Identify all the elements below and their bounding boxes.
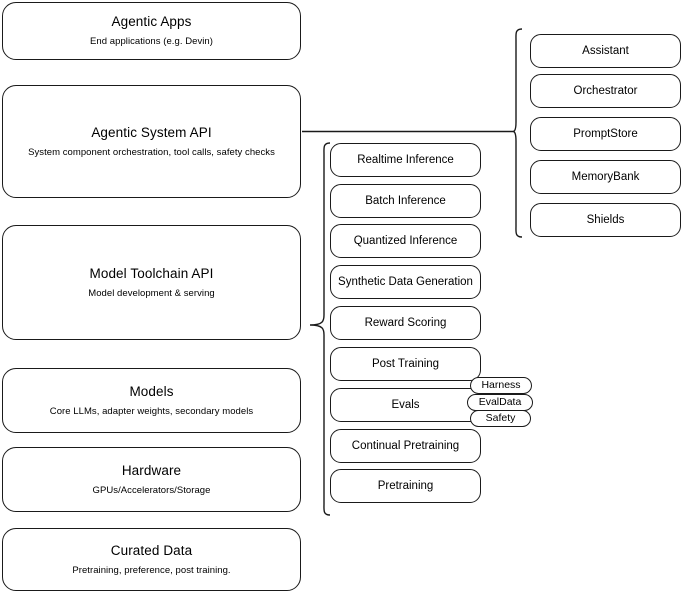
evals-subcomponent-safety[interactable]: Safety: [470, 410, 531, 427]
evals-subcomponent-label: EvalData: [478, 396, 522, 409]
toolchain-item-label: Quantized Inference: [353, 234, 458, 247]
layer-agentic-system-api[interactable]: Agentic System API System component orch…: [2, 85, 301, 198]
layer-subtitle: Model development & serving: [88, 287, 215, 299]
toolchain-item-continual-pretraining[interactable]: Continual Pretraining: [330, 429, 481, 463]
toolchain-item-batch-inference[interactable]: Batch Inference: [330, 184, 481, 218]
evals-subcomponent-label: Safety: [485, 412, 516, 425]
system-component-shields[interactable]: Shields: [530, 203, 681, 237]
system-component-memorybank[interactable]: MemoryBank: [530, 160, 681, 194]
brace-toolchain-components: [309, 142, 331, 516]
toolchain-item-label: Evals: [391, 398, 420, 411]
system-component-promptstore[interactable]: PromptStore: [530, 117, 681, 151]
layer-title: Models: [129, 383, 174, 399]
layer-subtitle: GPUs/Accelerators/Storage: [92, 484, 211, 496]
layer-title: Hardware: [121, 462, 182, 478]
layer-title: Agentic System API: [91, 124, 212, 140]
layer-subtitle: End applications (e.g. Devin): [90, 36, 213, 47]
layer-hardware[interactable]: Hardware GPUs/Accelerators/Storage: [2, 447, 301, 512]
toolchain-item-label: Pretraining: [377, 479, 434, 492]
brace-system-components: [512, 28, 523, 238]
layer-subtitle: Core LLMs, adapter weights, secondary mo…: [49, 405, 254, 417]
layer-title: Curated Data: [110, 542, 193, 558]
system-component-label: Assistant: [582, 44, 629, 57]
layer-subtitle: Pretraining, preference, post training.: [72, 564, 231, 576]
toolchain-item-synthetic-data-generation[interactable]: Synthetic Data Generation: [330, 265, 481, 299]
toolchain-item-label: Reward Scoring: [364, 316, 447, 329]
layer-curated-data[interactable]: Curated Data Pretraining, preference, po…: [2, 528, 301, 591]
toolchain-item-post-training[interactable]: Post Training: [330, 347, 481, 381]
system-component-assistant[interactable]: Assistant: [530, 34, 681, 68]
toolchain-item-label: Realtime Inference: [357, 153, 454, 166]
toolchain-item-label: Continual Pretraining: [351, 439, 460, 452]
layer-agentic-apps[interactable]: Agentic Apps End applications (e.g. Devi…: [2, 2, 301, 60]
toolchain-item-reward-scoring[interactable]: Reward Scoring: [330, 306, 481, 340]
layer-model-toolchain-api[interactable]: Model Toolchain API Model development & …: [2, 225, 301, 340]
system-component-orchestrator[interactable]: Orchestrator: [530, 74, 681, 108]
layer-title: Model Toolchain API: [89, 265, 214, 281]
toolchain-item-label: Synthetic Data Generation: [338, 275, 473, 288]
layer-subtitle: System component orchestration, tool cal…: [28, 146, 275, 158]
layer-models[interactable]: Models Core LLMs, adapter weights, secon…: [2, 368, 301, 433]
toolchain-item-label: Post Training: [371, 357, 440, 370]
evals-subcomponent-harness[interactable]: Harness: [470, 377, 532, 394]
toolchain-item-quantized-inference[interactable]: Quantized Inference: [330, 224, 481, 258]
toolchain-item-realtime-inference[interactable]: Realtime Inference: [330, 143, 481, 177]
system-component-label: MemoryBank: [571, 170, 640, 183]
layer-title: Agentic Apps: [111, 14, 192, 30]
toolchain-item-label: Batch Inference: [365, 194, 446, 207]
toolchain-item-pretraining[interactable]: Pretraining: [330, 469, 481, 503]
evals-subcomponent-evaldata[interactable]: EvalData: [467, 394, 533, 411]
system-component-label: PromptStore: [573, 127, 638, 140]
evals-subcomponent-label: Harness: [481, 379, 521, 392]
toolchain-item-evals[interactable]: Evals: [330, 388, 481, 422]
system-component-label: Orchestrator: [573, 84, 638, 97]
system-component-label: Shields: [586, 213, 625, 226]
